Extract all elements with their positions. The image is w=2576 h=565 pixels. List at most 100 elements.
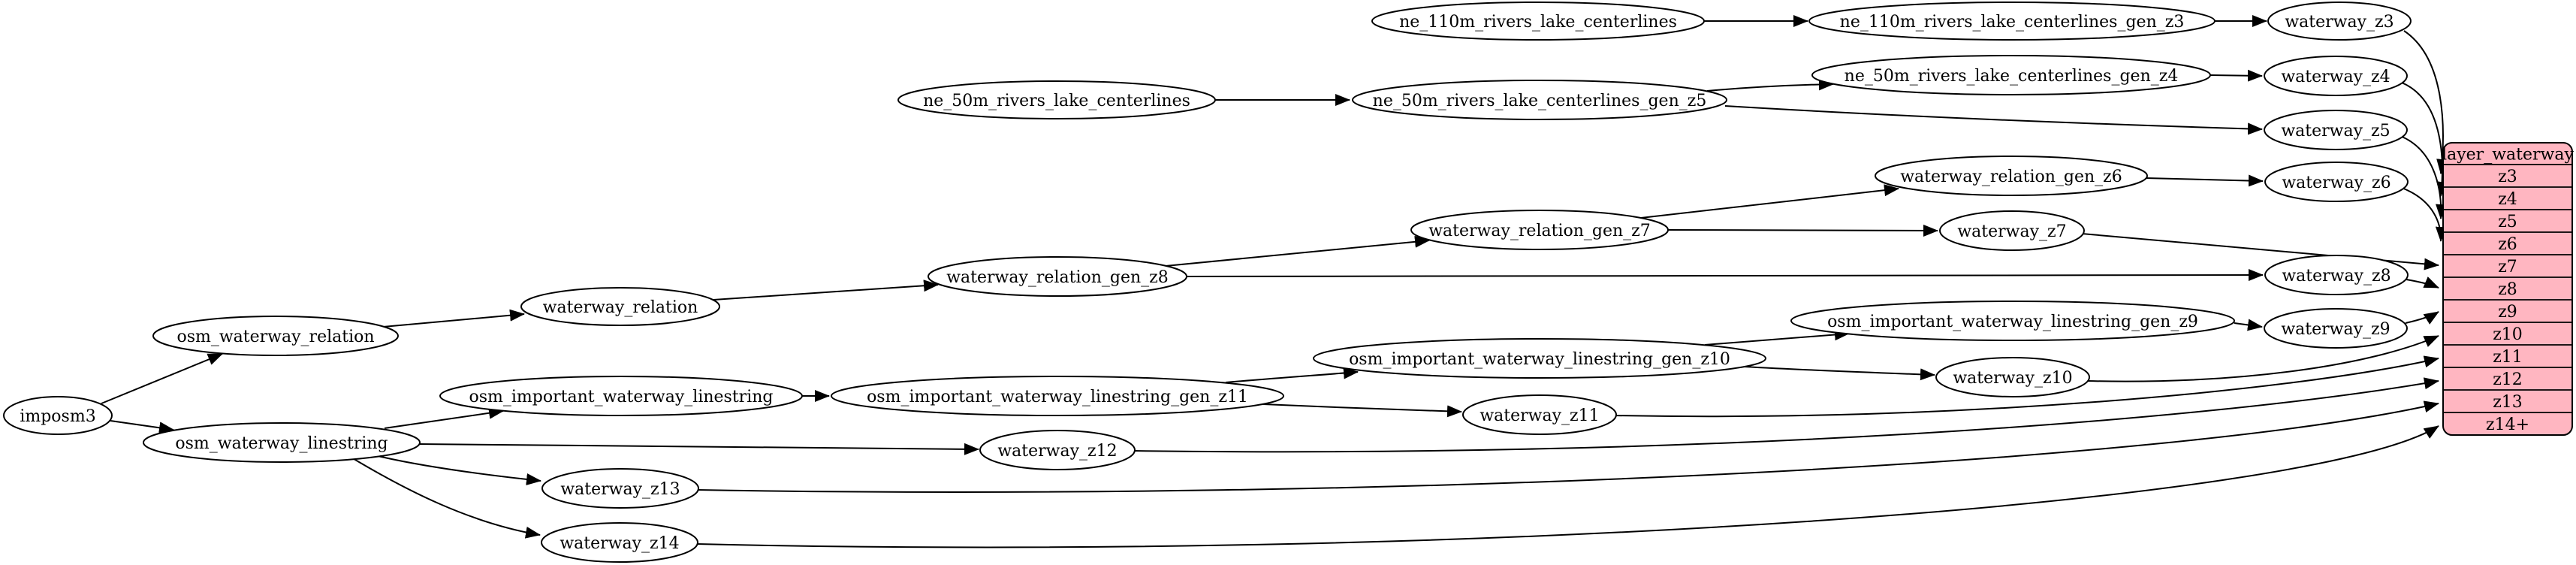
node-label: imposm3 [20, 407, 95, 426]
edge-waterway_relation_gen_z7-waterway_z7 [1667, 224, 1938, 237]
node-label: waterway_z8 [2282, 267, 2390, 286]
table-row: z13 [2493, 393, 2523, 412]
node-ellipse-shape [1935, 357, 2090, 397]
node-waterway_z6: waterway_z6 [2264, 162, 2409, 202]
node-label: ne_50m_rivers_lake_centerlines_gen_z5 [1373, 92, 1707, 110]
node-ellipse-shape [439, 376, 803, 416]
table-row: z8 [2498, 280, 2517, 299]
node-label: waterway_z4 [2281, 68, 2390, 86]
node-ellipse-shape [1313, 338, 1766, 379]
node-label: osm_important_waterway_linestring_gen_z1… [867, 388, 1248, 406]
node-ne_110m_rivers_lake_centerlines: ne_110m_rivers_lake_centerlines [1371, 2, 1705, 41]
edge-osm_waterway_linestring-waterway_z13 [371, 454, 541, 485]
node-ne_50m_rivers_lake_centerlines_gen_z5: ne_50m_rivers_lake_centerlines_gen_z5 [1352, 80, 1727, 120]
edge-waterway_z8-layer_waterway:z8 [2406, 276, 2439, 289]
node-label: waterway_z3 [2285, 13, 2394, 32]
edge-ne_50m_rivers_lake_centerlines_gen_z5-ne_50m_rivers_lake_centerlines_gen_z4 [1706, 78, 1834, 92]
table-row: z11 [2493, 348, 2523, 367]
node-waterway_z8: waterway_z8 [2264, 255, 2409, 295]
table-layer_waterway: layer_waterwayz3z4z5z6z7z8z9z10z11z12z13… [2442, 142, 2574, 436]
edge-waterway_z4-layer_waterway:z4 [2401, 82, 2448, 197]
edge-waterway_z13-layer_waterway:z13 [697, 400, 2439, 493]
edge-waterway_z11-layer_waterway:z11 [1614, 355, 2439, 418]
node-waterway_relation_gen_z6: waterway_relation_gen_z6 [1875, 156, 2148, 196]
node-ellipse-shape [541, 522, 698, 563]
node-ellipse-shape [979, 430, 1136, 470]
node-osm_important_waterway_linestring_gen_z9: osm_important_waterway_linestring_gen_z9 [1790, 301, 2235, 341]
node-label: waterway_z10 [1953, 369, 2072, 388]
node-label: ne_110m_rivers_lake_centerlines [1399, 13, 1677, 32]
node-label: waterway_z6 [2282, 174, 2390, 192]
node-label: waterway_z11 [1480, 406, 1599, 425]
node-label: waterway_z9 [2281, 320, 2390, 339]
node-label: waterway_relation_gen_z8 [946, 268, 1169, 287]
node-ne_50m_rivers_lake_centerlines_gen_z4: ne_50m_rivers_lake_centerlines_gen_z4 [1811, 55, 2211, 95]
node-ellipse-shape [541, 468, 699, 509]
edge-waterway_relation_gen_z8-waterway_z8 [1184, 269, 2264, 282]
node-label: waterway_relation_gen_z7 [1428, 222, 1651, 240]
edge-osm_important_waterway_linestring_gen_z10-osm_important_waterway_linestring_gen_z9 [1704, 328, 1850, 346]
node-label: ne_50m_rivers_lake_centerlines [923, 92, 1190, 110]
node-ellipse-shape [1790, 301, 2235, 341]
edges-layer [101, 15, 2449, 548]
edge-osm_important_waterway_linestring_gen_z10-waterway_z10 [1743, 366, 1935, 381]
node-ellipse-shape [520, 287, 720, 326]
edge-osm_waterway_relation-waterway_relation [382, 309, 525, 328]
node-waterway_z10: waterway_z10 [1935, 357, 2090, 397]
edge-osm_waterway_linestring-waterway_z12 [418, 443, 979, 455]
table-row: z14+ [2486, 415, 2529, 434]
node-label: waterway_z13 [560, 480, 680, 499]
edge-waterway_z10-layer_waterway:z10 [2086, 335, 2439, 382]
node-ellipse-shape [928, 256, 1187, 297]
table-row: z4 [2498, 190, 2517, 209]
edge-osm_important_waterway_linestring_gen_z9-waterway_z9 [2234, 319, 2263, 331]
node-waterway_z14: waterway_z14 [541, 522, 698, 563]
edge-waterway_relation-waterway_relation_gen_z8 [713, 279, 939, 301]
node-ellipse-shape [2267, 2, 2412, 41]
node-ne_50m_rivers_lake_centerlines: ne_50m_rivers_lake_centerlines [897, 80, 1216, 119]
table-row: z12 [2493, 370, 2523, 389]
node-ellipse-shape [1410, 210, 1669, 250]
node-label: waterway_relation [543, 298, 698, 317]
table-row: z7 [2498, 258, 2517, 276]
node-ellipse-shape [3, 396, 113, 435]
edge-ne_50m_rivers_lake_centerlines_gen_z4-waterway_z4 [2210, 69, 2263, 82]
edge-waterway_relation_gen_z8-waterway_relation_gen_z7 [1165, 235, 1430, 267]
node-osm_waterway_linestring: osm_waterway_linestring [143, 422, 421, 463]
node-label: waterway_z7 [1957, 222, 2066, 241]
node-ellipse-shape [1811, 55, 2211, 95]
node-waterway_z7: waterway_z7 [1939, 210, 2085, 251]
node-ellipse-shape [2264, 255, 2409, 295]
table-frame [2442, 142, 2573, 436]
edge-osm_important_waterway_linestring_gen_z11-waterway_z11 [1262, 403, 1462, 418]
node-ellipse-shape [2264, 162, 2409, 202]
edge-waterway_z9-layer_waterway:z9 [2405, 311, 2439, 325]
node-waterway_z4: waterway_z4 [2264, 56, 2408, 96]
node-waterway_z3: waterway_z3 [2267, 2, 2412, 41]
node-waterway_relation_gen_z8: waterway_relation_gen_z8 [928, 256, 1187, 297]
node-ellipse-shape [1371, 2, 1705, 41]
node-ellipse-shape [831, 376, 1284, 416]
node-waterway_relation: waterway_relation [520, 287, 720, 326]
node-label: waterway_z5 [2281, 122, 2390, 140]
node-osm_important_waterway_linestring_gen_z11: osm_important_waterway_linestring_gen_z1… [831, 376, 1284, 416]
node-osm_important_waterway_linestring_gen_z10: osm_important_waterway_linestring_gen_z1… [1313, 338, 1766, 379]
table-row: z3 [2498, 168, 2517, 186]
edge-imposm3-osm_waterway_linestring [110, 420, 174, 434]
node-ellipse-shape [2264, 308, 2408, 349]
node-label: waterway_relation_gen_z6 [1900, 168, 2122, 186]
node-waterway_z5: waterway_z5 [2264, 110, 2408, 150]
node-label: osm_waterway_relation [176, 328, 374, 346]
node-label: ne_50m_rivers_lake_centerlines_gen_z4 [1845, 67, 2179, 86]
edge-ne_50m_rivers_lake_centerlines_gen_z5-waterway_z5 [1724, 105, 2263, 135]
edge-waterway_z12-layer_waterway:z12 [1133, 377, 2439, 453]
node-ellipse-shape [1352, 80, 1727, 120]
edge-osm_important_waterway_linestring_gen_z11-osm_important_waterway_linestring_gen_z10 [1225, 367, 1359, 383]
table-row: z5 [2498, 213, 2517, 231]
node-label: ne_110m_rivers_lake_centerlines_gen_z3 [1840, 13, 2185, 32]
node-ellipse-shape [1875, 156, 2148, 196]
node-ellipse-shape [2264, 56, 2408, 96]
node-ellipse-shape [897, 80, 1216, 119]
